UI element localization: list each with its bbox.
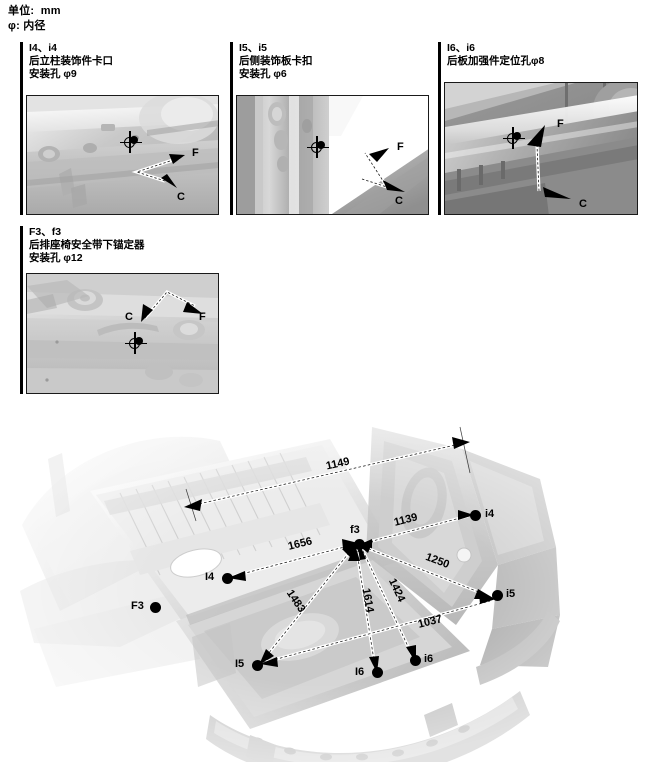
panel-i5-desc: 后侧装饰板卡扣: [239, 55, 313, 68]
point-dot-i5: [492, 590, 503, 601]
target-marker-i4: [120, 131, 142, 153]
panel-i6-desc: 后板加强件定位孔φ8: [447, 55, 545, 68]
detail-panel-i5: I5、i5 后侧装饰板卡扣 安装孔 φ6: [230, 42, 430, 215]
panel-i5-photo: F C: [236, 95, 429, 215]
panel-i4-desc: 后立柱装饰件卡口: [29, 55, 113, 68]
target-marker-i5: [307, 136, 329, 158]
marker-dot-icon: [130, 135, 138, 144]
detail-panel-f3: F3、f3 后排座椅安全带下锚定器 安装孔 φ12: [20, 226, 220, 394]
point-label-F3: F3: [131, 600, 144, 612]
panel-i5-hole: 安装孔 φ6: [239, 68, 287, 81]
point-dot-f3: [354, 539, 365, 550]
panel-i4-code: I4、i4: [29, 42, 58, 54]
dimension-overlay: [184, 426, 496, 673]
panel-i4-arrow-f-label: F: [192, 147, 199, 159]
detail-panel-i6: I6、i6 后板加强件定位孔φ8: [438, 42, 638, 215]
point-label-i6: i6: [424, 653, 434, 665]
target-marker-i6: [503, 127, 525, 149]
panel-f3-arrow-c-label: C: [125, 311, 133, 323]
detail-panel-i4: I4、i4 后立柱装饰件卡口 安装孔 φ9: [20, 42, 220, 215]
units-phi: φ: 内径: [8, 20, 46, 32]
panel-i6-arrow-f-label: F: [557, 118, 564, 130]
marker-dot-icon: [135, 336, 143, 345]
panel-i6-arrow-c-label: C: [579, 198, 587, 210]
point-label-I6: I6: [355, 666, 365, 678]
panel-i5-arrow-c-label: C: [395, 195, 403, 207]
point-dot-F3: [150, 602, 161, 613]
panel-i4-arrow-c-label: C: [177, 191, 185, 203]
main-vehicle-diagram: [0, 415, 648, 762]
vehicle-body-illustration: [0, 415, 648, 762]
point-label-f3: f3: [350, 524, 360, 536]
units-note: 单位: mm φ: 内径: [8, 4, 61, 34]
panel-f3-desc: 后排座椅安全带下锚定器: [29, 239, 145, 252]
point-label-i4: i4: [485, 508, 495, 520]
point-dot-I6: [372, 667, 383, 678]
panel-i5-code: I5、i5: [239, 42, 268, 54]
panel-i6-photo: F C: [444, 82, 638, 215]
panel-i4-photo: F C: [26, 95, 219, 215]
point-label-I4: I4: [205, 571, 215, 583]
point-label-I5: I5: [235, 658, 245, 670]
point-dot-I5: [252, 660, 263, 671]
panel-f3-hole: 安装孔 φ12: [29, 252, 83, 265]
panel-f3-code: F3、f3: [29, 226, 62, 238]
point-dot-i6: [410, 655, 421, 666]
units-mm: 单位: mm: [8, 5, 61, 17]
marker-dot-icon: [513, 131, 521, 140]
point-dot-i4: [470, 510, 481, 521]
point-label-i5: i5: [506, 588, 516, 600]
panel-i5-arrow-f-label: F: [397, 141, 404, 153]
point-dot-I4: [222, 573, 233, 584]
panel-i4-hole: 安装孔 φ9: [29, 68, 77, 81]
target-marker-f3: [125, 332, 147, 354]
panel-i6-code: I6、i6: [447, 42, 476, 54]
panel-f3-arrow-f-label: F: [199, 311, 206, 323]
panel-f3-photo: C F: [26, 273, 219, 394]
marker-dot-icon: [317, 140, 325, 149]
